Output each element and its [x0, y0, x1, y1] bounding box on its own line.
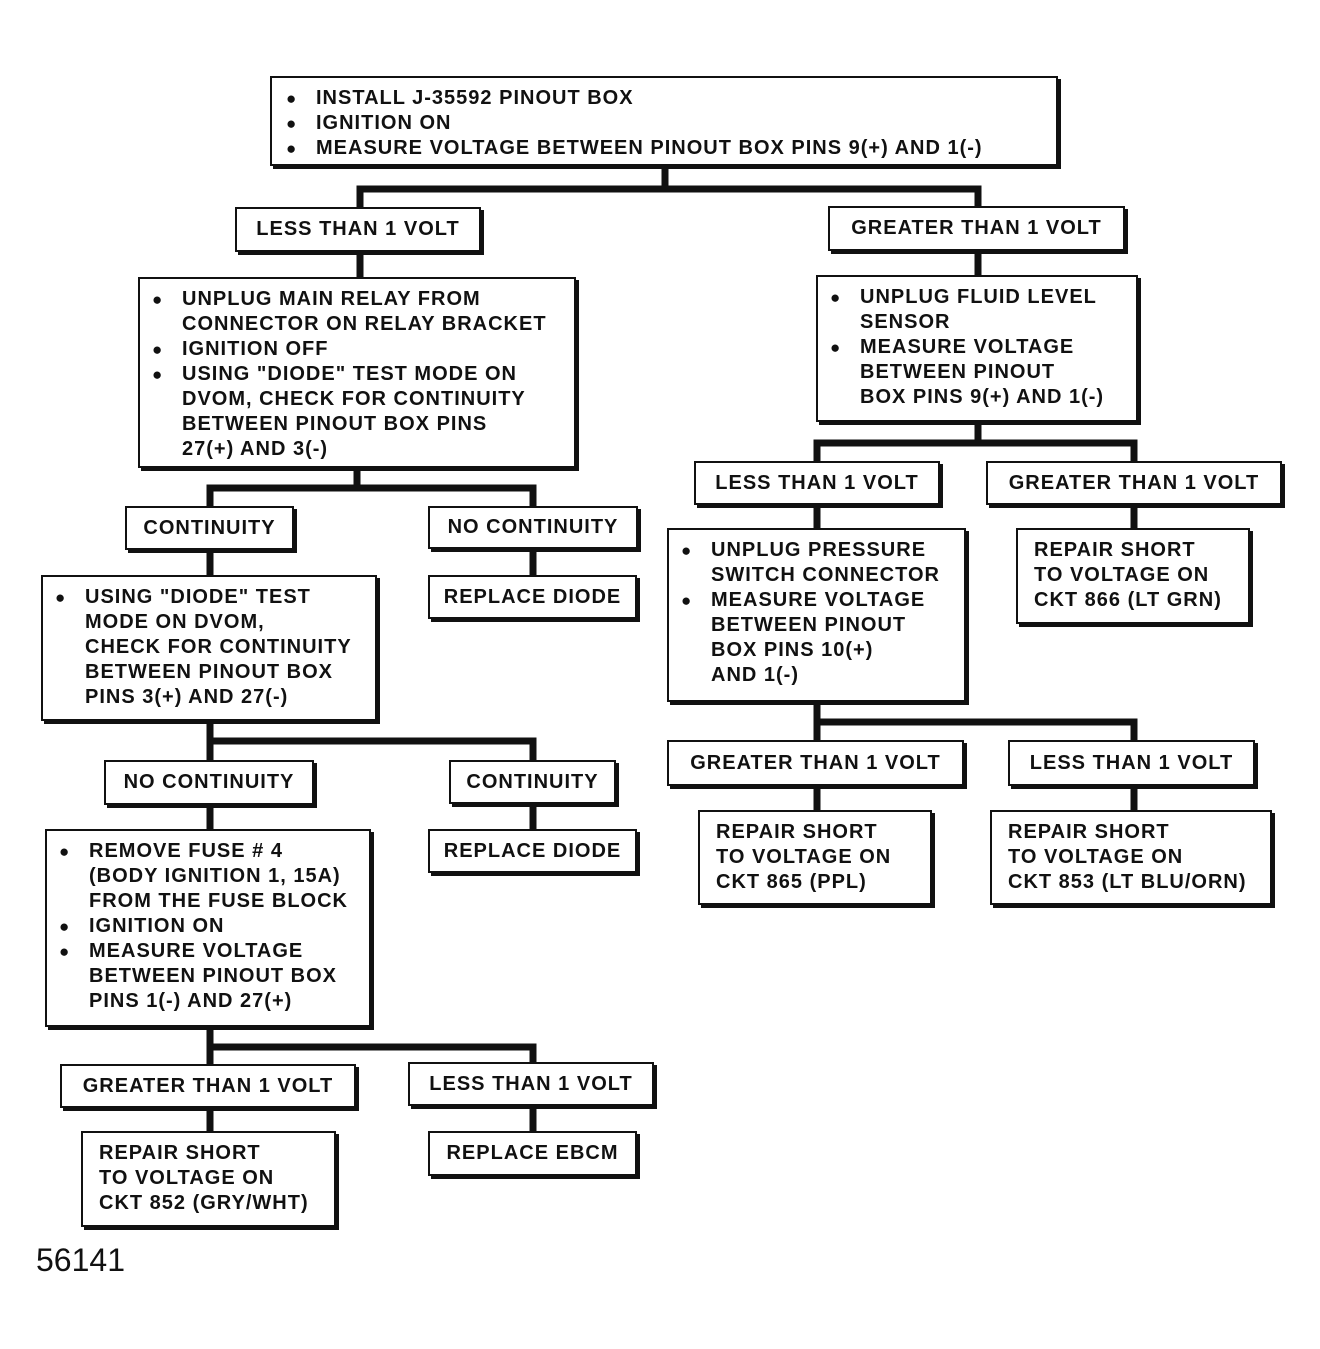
- connector-root: [356, 162, 982, 211]
- bullet-icon: ●: [152, 290, 164, 309]
- root-step-box: ●INSTALL J-35592 PINOUT BOX ●IGNITION ON…: [270, 76, 1058, 166]
- bullet-icon: ●: [830, 288, 842, 307]
- step-item: ●USING "DIODE" TEST MODE ON DVOM, CHECK …: [55, 586, 352, 708]
- connector-right-second-split: [813, 698, 1138, 744]
- step-item: ●IGNITION ON: [59, 915, 225, 937]
- bullet-icon: ●: [286, 114, 298, 133]
- right-greater-label-box: GREATER THAN 1 VOLT: [986, 461, 1282, 505]
- bullet-icon: ●: [681, 541, 693, 560]
- right-label-box: GREATER THAN 1 VOLT: [828, 206, 1125, 251]
- bullet-icon: ●: [152, 340, 164, 359]
- figure-number: 56141: [36, 1242, 125, 1278]
- replace-diode-box-2: REPLACE DIODE: [428, 829, 637, 873]
- right-greater-label-box-2: GREATER THAN 1 VOLT: [667, 740, 964, 786]
- bullet-icon: ●: [152, 365, 164, 384]
- connector-third-split: [206, 1023, 537, 1068]
- step-item: ●MEASURE VOLTAGE BETWEEN PINOUT BOX PINS…: [286, 137, 983, 159]
- replace-diode-box: REPLACE DIODE: [428, 575, 637, 619]
- repair-short-853-box: REPAIR SHORT TO VOLTAGE ON CKT 853 (LT B…: [990, 810, 1272, 905]
- bullet-icon: ●: [830, 338, 842, 357]
- connector-left-split: [206, 464, 537, 510]
- repair-short-852-box: REPAIR SHORT TO VOLTAGE ON CKT 852 (GRY/…: [81, 1131, 336, 1227]
- connector-second-split: [206, 717, 537, 764]
- no-continuity-label-box-2: NO CONTINUITY: [104, 760, 314, 805]
- bullet-icon: ●: [59, 942, 71, 961]
- repair-short-866-box: REPAIR SHORT TO VOLTAGE ON CKT 866 (LT G…: [1016, 528, 1250, 624]
- step-item: ●MEASURE VOLTAGE BETWEEN PINOUT BOX PINS…: [59, 940, 338, 1012]
- step-item: ●REMOVE FUSE # 4 (BODY IGNITION 1, 15A) …: [59, 840, 348, 912]
- continuity-label-box-2: CONTINUITY: [449, 760, 616, 804]
- bullet-icon: ●: [55, 588, 67, 607]
- step-item: ●USING "DIODE" TEST MODE ON DVOM, CHECK …: [152, 363, 526, 460]
- right-step-box: ●UNPLUG FLUID LEVEL SENSOR ●MEASURE VOLT…: [816, 275, 1138, 422]
- step-item: ●MEASURE VOLTAGE BETWEEN PINOUT BOX PINS…: [830, 336, 1105, 408]
- replace-ebcm-box: REPLACE EBCM: [428, 1131, 637, 1176]
- no-continuity-step-box: ●REMOVE FUSE # 4 (BODY IGNITION 1, 15A) …: [45, 829, 371, 1027]
- step-item: ●IGNITION ON: [286, 112, 452, 134]
- bullet-icon: ●: [286, 89, 298, 108]
- no-continuity-label-box: NO CONTINUITY: [428, 506, 638, 549]
- step-item: ●INSTALL J-35592 PINOUT BOX: [286, 87, 634, 109]
- step-item: ●UNPLUG MAIN RELAY FROM CONNECTOR ON REL…: [152, 288, 547, 335]
- right-less-step-box: ●UNPLUG PRESSURE SWITCH CONNECTOR ●MEASU…: [667, 528, 966, 702]
- continuity-step-box: ●USING "DIODE" TEST MODE ON DVOM, CHECK …: [41, 575, 377, 721]
- continuity-label-box: CONTINUITY: [125, 506, 294, 550]
- right-less-label-box: LESS THAN 1 VOLT: [694, 461, 940, 505]
- bullet-icon: ●: [59, 917, 71, 936]
- connector-right-split: [813, 418, 1138, 465]
- bullet-icon: ●: [286, 139, 298, 158]
- step-item: ●UNPLUG PRESSURE SWITCH CONNECTOR: [681, 539, 940, 586]
- step-item: ●IGNITION OFF: [152, 338, 329, 360]
- step-item: ●UNPLUG FLUID LEVEL SENSOR: [830, 286, 1097, 333]
- right-less-label-box-2: LESS THAN 1 VOLT: [1008, 740, 1255, 786]
- left-less-label-box: LESS THAN 1 VOLT: [408, 1062, 654, 1106]
- step-item: ●MEASURE VOLTAGE BETWEEN PINOUT BOX PINS…: [681, 589, 926, 686]
- bullet-icon: ●: [59, 842, 71, 861]
- left-label-box: LESS THAN 1 VOLT: [235, 207, 481, 252]
- bullet-icon: ●: [681, 591, 693, 610]
- repair-short-865-box: REPAIR SHORT TO VOLTAGE ON CKT 865 (PPL): [698, 810, 932, 905]
- left-step-box: ●UNPLUG MAIN RELAY FROM CONNECTOR ON REL…: [138, 277, 576, 468]
- left-greater-label-box: GREATER THAN 1 VOLT: [60, 1064, 356, 1108]
